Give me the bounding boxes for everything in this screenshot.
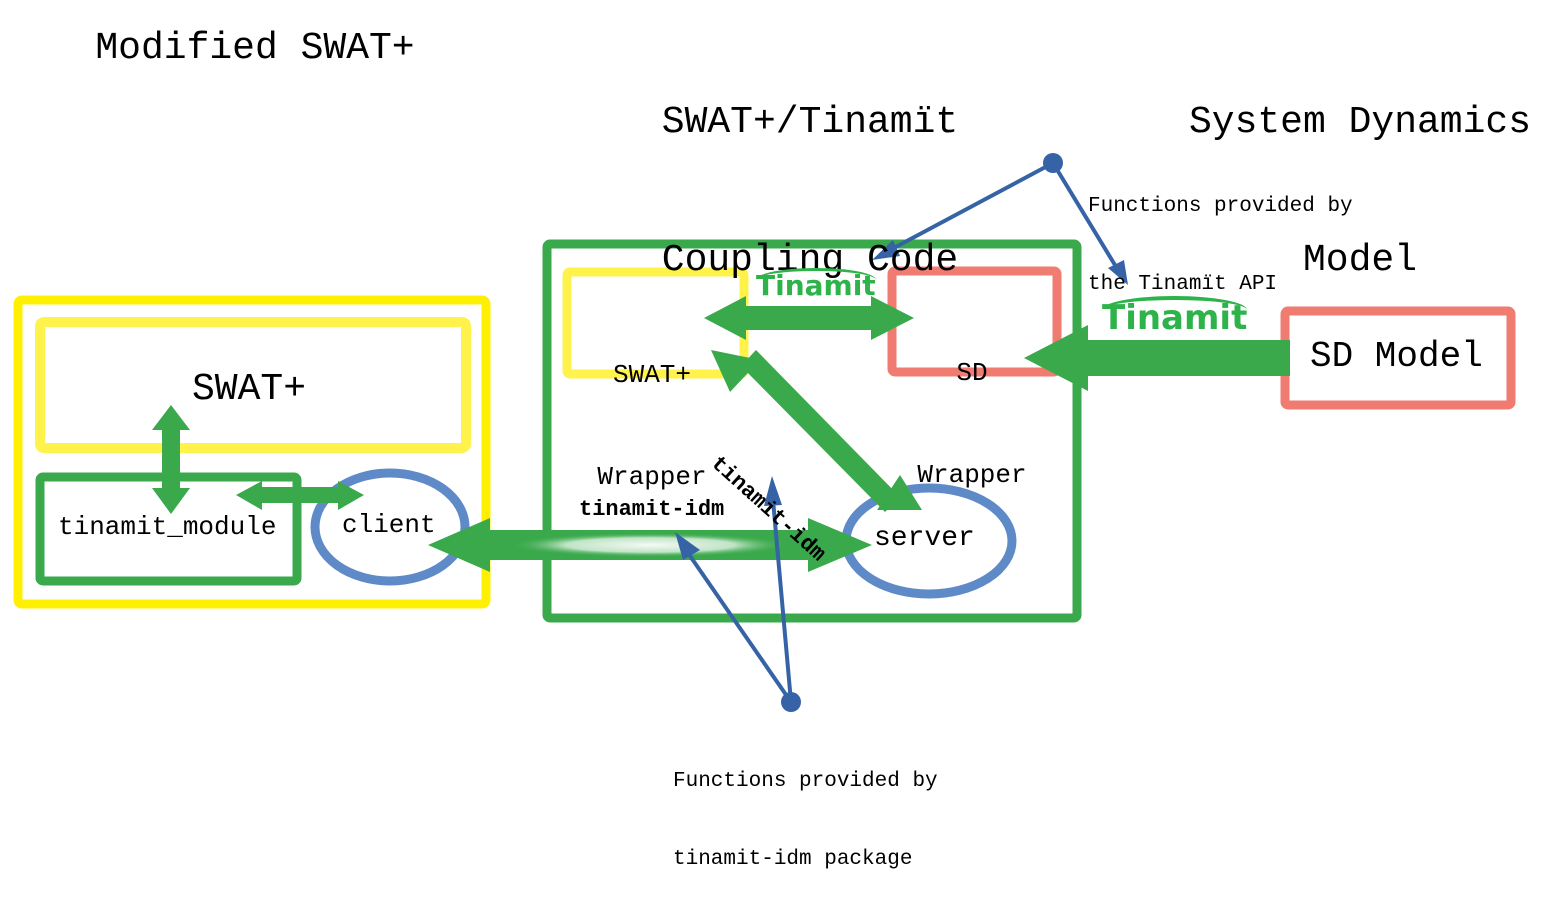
arrow-swat-module	[152, 405, 190, 514]
sd-wrapper-label: SD Wrapper	[908, 288, 1036, 526]
annotation-api: Functions provided by the Tinamït API	[1088, 142, 1353, 324]
annotation-idm-line1: Functions provided by	[673, 770, 938, 793]
swat-plus-label: SWAT+	[192, 368, 307, 411]
annotation-idm: Functions provided by tinamit-idm packag…	[673, 717, 938, 899]
coupling-container	[542, 239, 1082, 623]
modified-swat-container	[13, 295, 491, 609]
arrow-wrapper-server	[711, 350, 922, 512]
arrow-wrapper-wrapper	[704, 296, 914, 340]
swat-wrapper-line2: Wrapper	[597, 462, 707, 492]
heading-coupling-line1: SWAT+/Tinamït	[661, 101, 959, 144]
client-label: client	[342, 510, 436, 540]
server-label: server	[874, 523, 975, 554]
annotation-idm-line2: tinamit-idm package	[673, 848, 913, 871]
diagram-canvas	[13, 153, 1516, 712]
swat-wrapper-line1: SWAT+	[612, 360, 691, 390]
pointer-idm	[675, 476, 801, 712]
arrow-module-client	[236, 481, 364, 510]
annotation-api-line2: the Tinamït API	[1088, 273, 1278, 296]
annotation-api-line1: Functions provided by	[1088, 195, 1353, 218]
tinamit-logo-right: Tinamit	[1102, 296, 1248, 338]
sd-wrapper-line1: SD	[956, 358, 988, 388]
arrow-client-server	[428, 518, 872, 572]
arrow-sdmodel-sdwrapper	[1024, 325, 1290, 391]
edge-label-horizontal-idm: tinamit-idm	[579, 497, 725, 522]
tinamit-logo-top: Tinamit	[756, 268, 876, 302]
tinamit-module-label: tinamit_module	[58, 512, 277, 542]
heading-modified-swat: Modified SWAT+	[95, 27, 415, 70]
client-ellipse	[310, 468, 470, 586]
sd-model-label: SD Model	[1310, 336, 1483, 377]
pointer-api	[872, 153, 1128, 285]
swat-plus-box	[35, 317, 471, 453]
sd-wrapper-line2: Wrapper	[917, 460, 1027, 490]
swat-wrapper-label: SWAT+ Wrapper	[592, 290, 712, 528]
heading-sd-model: System Dynamics Model	[1170, 8, 1550, 330]
heading-sd-line1: System Dynamics	[1188, 101, 1532, 144]
heading-sd-line2: Model	[1302, 239, 1418, 282]
